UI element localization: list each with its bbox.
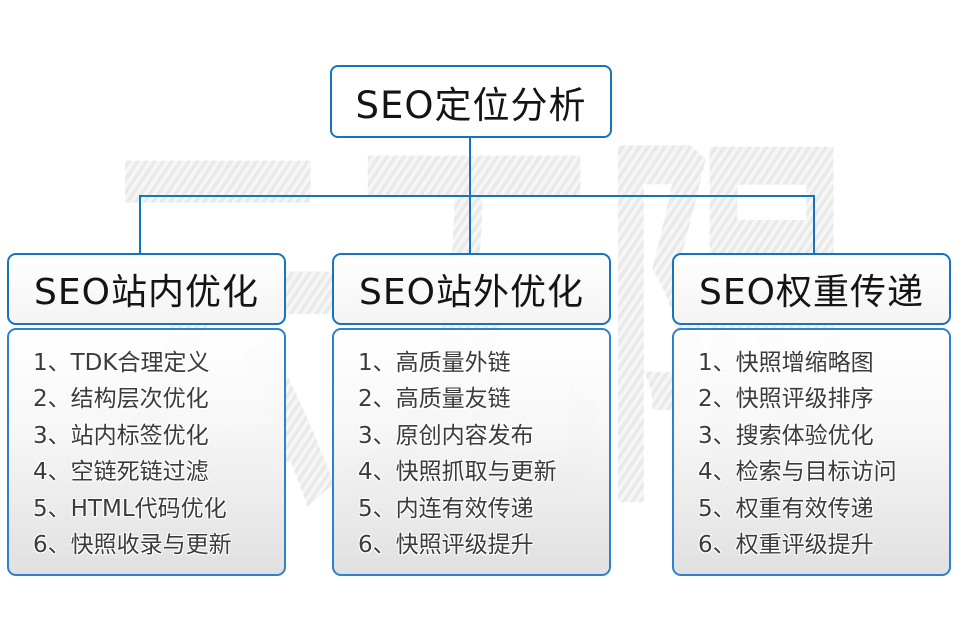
list-item: 2、快照评级排序 bbox=[698, 386, 874, 413]
list-item: 2、高质量友链 bbox=[358, 386, 511, 413]
list-item: 6、权重评级提升 bbox=[698, 532, 874, 559]
column-onsite-header: SEO站内优化 bbox=[7, 253, 286, 325]
column-onsite-title: SEO站内优化 bbox=[34, 272, 259, 313]
root-node: SEO定位分析 bbox=[330, 65, 612, 138]
list-item: 1、快照增缩略图 bbox=[698, 350, 874, 376]
feature-list: 1、快照增缩略图 2、快照评级排序 3、搜索体验优化 4、检索与目标访问 5、权重有效传… bbox=[698, 345, 941, 563]
list-item: 4、检索与目标访问 bbox=[698, 459, 897, 486]
column-offsite-header: SEO站外优化 bbox=[332, 253, 611, 325]
list-item: 5、内连有效传递 bbox=[358, 495, 534, 522]
list-item: 3、站内标签优化 bbox=[33, 422, 209, 449]
list-item: 1、高质量外链 bbox=[358, 350, 511, 376]
connector-root-trunk bbox=[469, 137, 471, 196]
list-item: 4、空链死链过滤 bbox=[33, 459, 209, 486]
column-offsite-list-box: 1、高质量外链 2、高质量友链 3、原创内容发布 4、快照抓取与更新 5、内连有效传递 6… bbox=[332, 328, 611, 576]
list-item: 2、结构层次优化 bbox=[33, 386, 209, 413]
column-weight-list-box: 1、快照增缩略图 2、快照评级排序 3、搜索体验优化 4、检索与目标访问 5、权重有效传… bbox=[672, 328, 951, 576]
connector-horizontal bbox=[139, 195, 815, 197]
column-onsite-optimization: SEO站内优化 1、TDK合理定义 2、结构层次优化 3、站内标签优化 4、空链死链过… bbox=[7, 253, 286, 576]
column-weight-header: SEO权重传递 bbox=[672, 253, 951, 325]
column-onsite-list-box: 1、TDK合理定义 2、结构层次优化 3、站内标签优化 4、空链死链过滤 5、HTML代… bbox=[7, 328, 286, 576]
list-item: 3、原创内容发布 bbox=[358, 422, 534, 449]
column-weight-title: SEO权重传递 bbox=[699, 272, 924, 313]
list-item: 5、HTML代码优化 bbox=[33, 495, 227, 522]
list-item: 3、搜索体验优化 bbox=[698, 422, 874, 449]
list-item: 1、TDK合理定义 bbox=[33, 350, 210, 376]
column-offsite-title: SEO站外优化 bbox=[359, 272, 584, 313]
list-item: 5、权重有效传递 bbox=[698, 495, 874, 522]
list-item: 4、快照抓取与更新 bbox=[358, 459, 557, 486]
root-node-title: SEO定位分析 bbox=[355, 83, 587, 127]
connector-drop-left bbox=[139, 196, 141, 254]
feature-list: 1、TDK合理定义 2、结构层次优化 3、站内标签优化 4、空链死链过滤 5、HTML代… bbox=[33, 345, 276, 563]
list-item: 6、快照收录与更新 bbox=[33, 532, 232, 559]
list-item: 6、快照评级提升 bbox=[358, 532, 534, 559]
column-weight-transfer: SEO权重传递 1、快照增缩略图 2、快照评级排序 3、搜索体验优化 4、检索与目标访… bbox=[672, 253, 951, 576]
column-offsite-optimization: SEO站外优化 1、高质量外链 2、高质量友链 3、原创内容发布 4、快照抓取与更新 5… bbox=[332, 253, 611, 576]
connector-drop-right bbox=[813, 196, 815, 254]
connector-drop-middle bbox=[469, 196, 471, 254]
feature-list: 1、高质量外链 2、高质量友链 3、原创内容发布 4、快照抓取与更新 5、内连有效传递 6… bbox=[358, 345, 601, 563]
